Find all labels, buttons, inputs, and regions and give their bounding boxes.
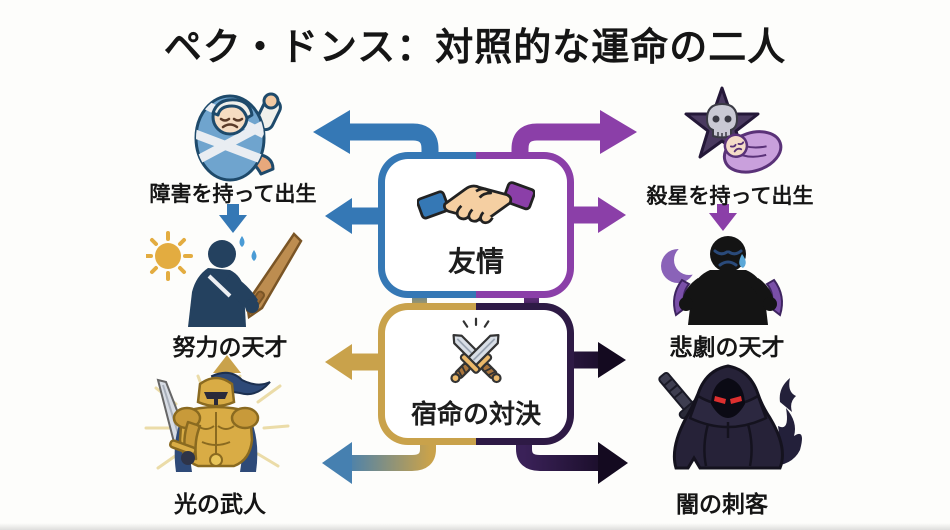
death-star-baby-icon (684, 86, 783, 174)
duel-label: 宿命の対決 (410, 399, 541, 429)
friendship-box: 友情 (378, 152, 574, 298)
dark-assassin-icon (658, 364, 802, 470)
tragic-genius-icon (661, 236, 783, 325)
duel-box-inner: 宿命の対決 (385, 310, 567, 438)
right-genius-label: 悲劇の天才 (669, 334, 785, 360)
crossed-swords-icon (450, 317, 502, 384)
right-warrior-label: 闇の刺客 (676, 491, 768, 517)
light-knight-icon (144, 371, 290, 472)
arrow-friendship-top-left (313, 110, 439, 158)
bandaged-baby-icon (194, 92, 282, 182)
right-birth-label: 殺星を持って出生 (646, 185, 814, 208)
friendship-box-inner: 友情 (385, 159, 567, 291)
handshake-icon (417, 180, 535, 224)
arrow-duel-bottom-right (516, 442, 628, 484)
friendship-label: 友情 (447, 245, 504, 277)
duel-box: 宿命の対決 (378, 303, 574, 445)
arrow-friendship-top-right (511, 110, 637, 158)
arrow-duel-bottom-left (322, 442, 436, 484)
arrow-duel-mid-right (570, 342, 626, 378)
bottom-edge-shadow (0, 523, 950, 530)
left-warrior-label: 光の武人 (174, 491, 266, 517)
effort-swordsman-icon (146, 231, 303, 327)
left-genius-label: 努力の天才 (172, 334, 288, 360)
left-birth-label: 障害を持って出生 (149, 183, 317, 206)
page-title: ペク・ドンス：対照的な運命の二人 (163, 27, 787, 69)
